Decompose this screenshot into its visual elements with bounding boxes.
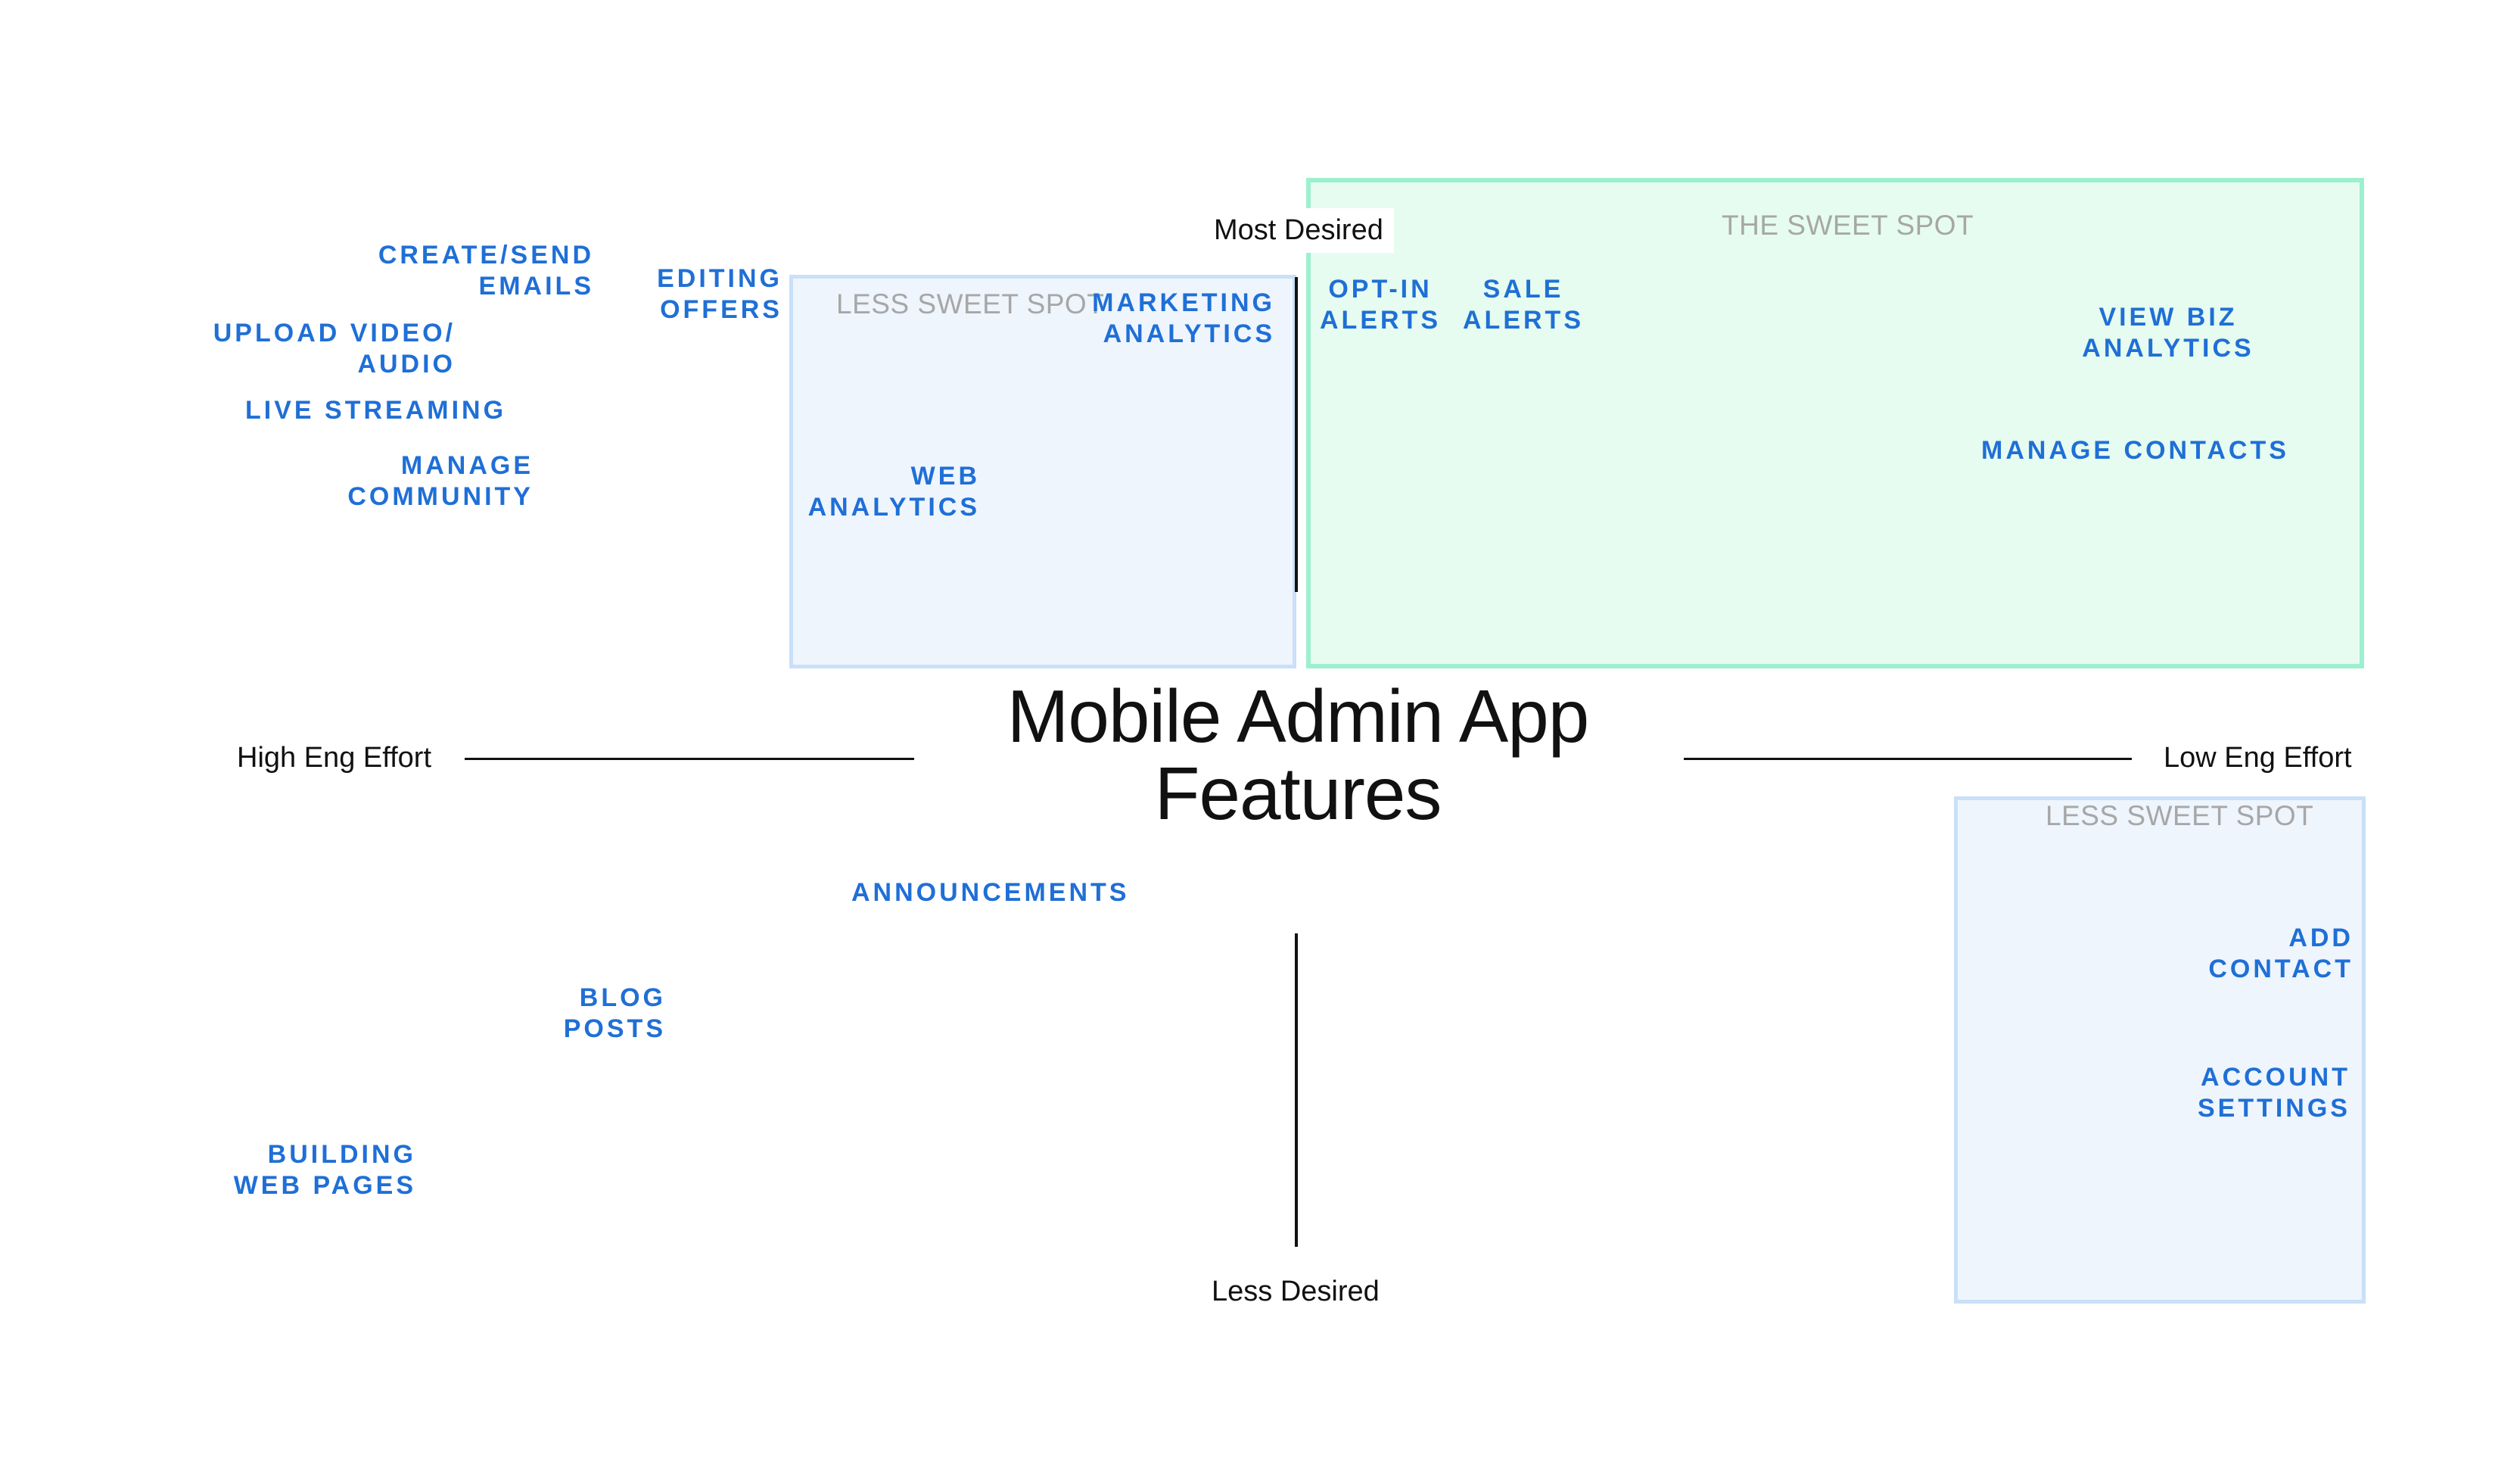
feature-opt-in-alerts: OPT-IN ALERTS	[1320, 275, 1441, 335]
axis-label-low-eng-effort: Low Eng Effort	[2164, 742, 2352, 774]
vertical-axis-top	[1295, 277, 1298, 592]
feature-editing-offers: EDITING OFFERS	[657, 264, 782, 324]
horizontal-axis-right	[1684, 758, 2132, 760]
feature-account-settings: ACCOUNT SETTINGS	[2197, 1063, 2350, 1123]
less-sweet-spot-zone-top	[789, 275, 1296, 668]
less-sweet-spot-zone-bottom	[1954, 796, 2366, 1304]
title-line-1: Mobile Admin App	[1006, 674, 1589, 758]
feature-marketing-analytics: MARKETING ANALYTICS	[1092, 288, 1275, 348]
feature-blog-posts: BLOG POSTS	[563, 983, 666, 1043]
sweet-spot-zone	[1306, 178, 2364, 668]
sweet-spot-label: THE SWEET SPOT	[1722, 210, 1974, 241]
feature-announcements: ANNOUNCEMENTS	[851, 878, 1130, 907]
feature-view-biz-analytics: VIEW BIZ ANALYTICS	[2082, 303, 2254, 363]
less-sweet-spot-label-bottom: LESS SWEET SPOT	[2046, 800, 2314, 831]
feature-add-contact: ADD CONTACT	[2208, 924, 2354, 983]
feature-manage-contacts: MANAGE CONTACTS	[1981, 436, 2289, 465]
axis-label-most-desired: Most Desired	[1203, 208, 1394, 253]
axis-label-less-desired: Less Desired	[1212, 1276, 1380, 1307]
vertical-axis-bottom	[1295, 933, 1298, 1247]
diagram-title: Mobile Admin App Features	[882, 678, 1714, 832]
feature-building-web-pages: BUILDING WEB PAGES	[233, 1140, 416, 1200]
axis-label-high-eng-effort: High Eng Effort	[237, 742, 432, 774]
less-sweet-spot-label-top: LESS SWEET SPOT	[836, 288, 1105, 319]
feature-web-analytics: WEB ANALYTICS	[807, 462, 980, 522]
feature-live-streaming: LIVE STREAMING	[245, 396, 507, 425]
feature-upload-video-audio: UPLOAD VIDEO/ AUDIO	[213, 319, 456, 379]
feature-sale-alerts: SALE ALERTS	[1463, 275, 1584, 335]
feature-manage-community: MANAGE COMMUNITY	[347, 451, 534, 511]
feature-create-send-emails: CREATE/SEND EMAILS	[378, 241, 594, 301]
title-line-2: Features	[1154, 752, 1442, 835]
horizontal-axis-left	[465, 758, 914, 760]
